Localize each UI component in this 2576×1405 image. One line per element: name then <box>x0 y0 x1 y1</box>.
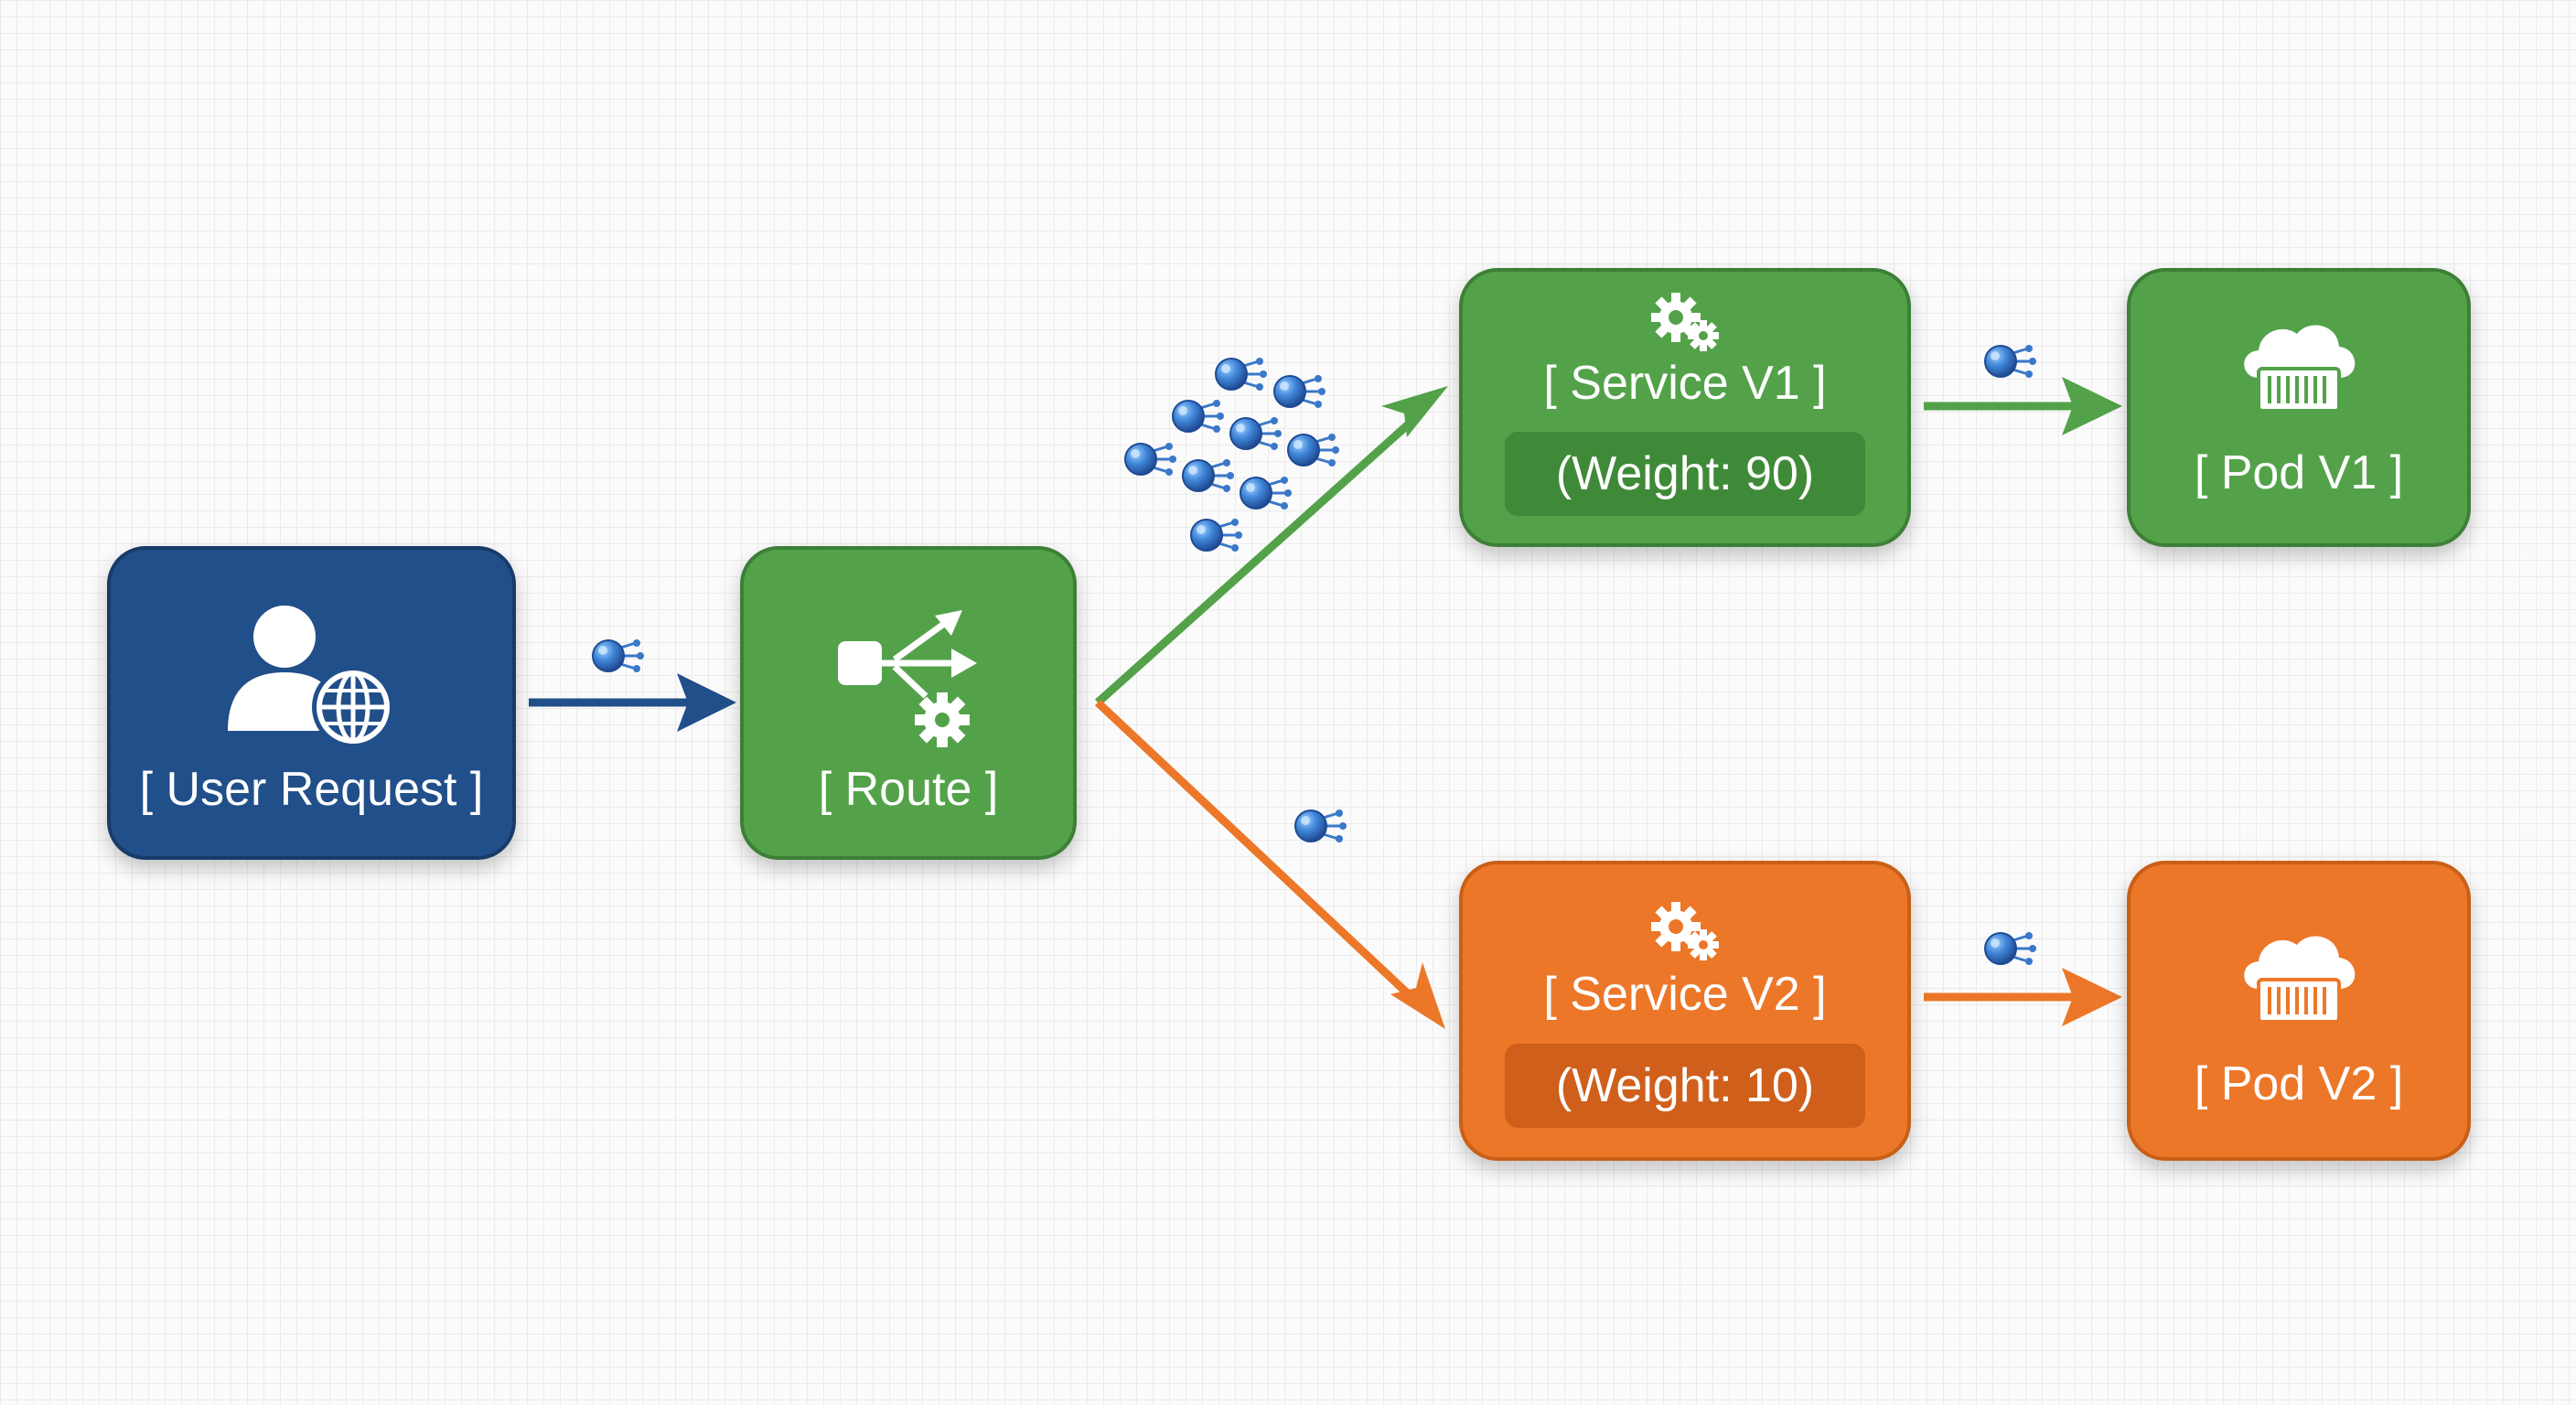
user-request-label: [ User Request ] <box>139 763 484 816</box>
packet-cluster <box>1123 356 1341 553</box>
user-globe-icon <box>227 606 394 748</box>
edge-service-v1-to-pod-v1 <box>1924 377 2122 435</box>
network-packet-icon <box>1181 457 1236 494</box>
route-node[interactable]: [ Route ] <box>740 546 1077 860</box>
network-packet-icon <box>1286 432 1341 468</box>
pod-v2-node[interactable]: [ Pod V2 ] <box>2127 861 2471 1161</box>
network-packet-icon <box>1229 415 1283 452</box>
route-label: [ Route ] <box>818 763 999 816</box>
pod-v1-node[interactable]: [ Pod V1 ] <box>2127 268 2471 547</box>
network-packet-icon <box>1983 930 2038 967</box>
service-v2-node[interactable]: [ Service V2 ] (Weight: 10) <box>1459 861 1911 1161</box>
network-packet-icon <box>591 638 646 674</box>
user-request-node[interactable]: [ User Request ] <box>107 546 516 860</box>
cloud-container-icon <box>2244 325 2356 413</box>
network-packet-icon <box>1214 356 1269 392</box>
service-v1-weight: (Weight: 90) <box>1505 432 1865 516</box>
gears-icon <box>1651 293 1719 351</box>
network-packet-icon <box>1171 398 1226 434</box>
network-packet-icon <box>1293 808 1348 844</box>
network-packet-icon <box>1983 343 2038 380</box>
gears-icon <box>1651 902 1719 960</box>
edge-route-to-service-v1 <box>1094 386 1448 706</box>
route-split-icon <box>838 610 977 747</box>
network-packet-icon <box>1272 373 1327 410</box>
edge-user-to-route <box>529 673 736 732</box>
pod-v1-label: [ Pod V1 ] <box>2194 446 2404 499</box>
pod-v2-label: [ Pod V2 ] <box>2194 1057 2404 1110</box>
edge-service-v2-to-pod-v2 <box>1924 968 2122 1026</box>
network-packet-icon <box>1239 475 1293 511</box>
service-v2-label: [ Service V2 ] <box>1543 968 1827 1021</box>
cloud-container-icon <box>2244 936 2356 1024</box>
network-packet-icon <box>1189 517 1244 553</box>
network-packet-icon <box>1123 441 1178 477</box>
edge-route-to-service-v2 <box>1094 699 1445 1029</box>
service-v1-label: [ Service V1 ] <box>1543 357 1827 410</box>
service-v2-weight: (Weight: 10) <box>1505 1044 1865 1128</box>
service-v1-node[interactable]: [ Service V1 ] (Weight: 90) <box>1459 268 1911 547</box>
